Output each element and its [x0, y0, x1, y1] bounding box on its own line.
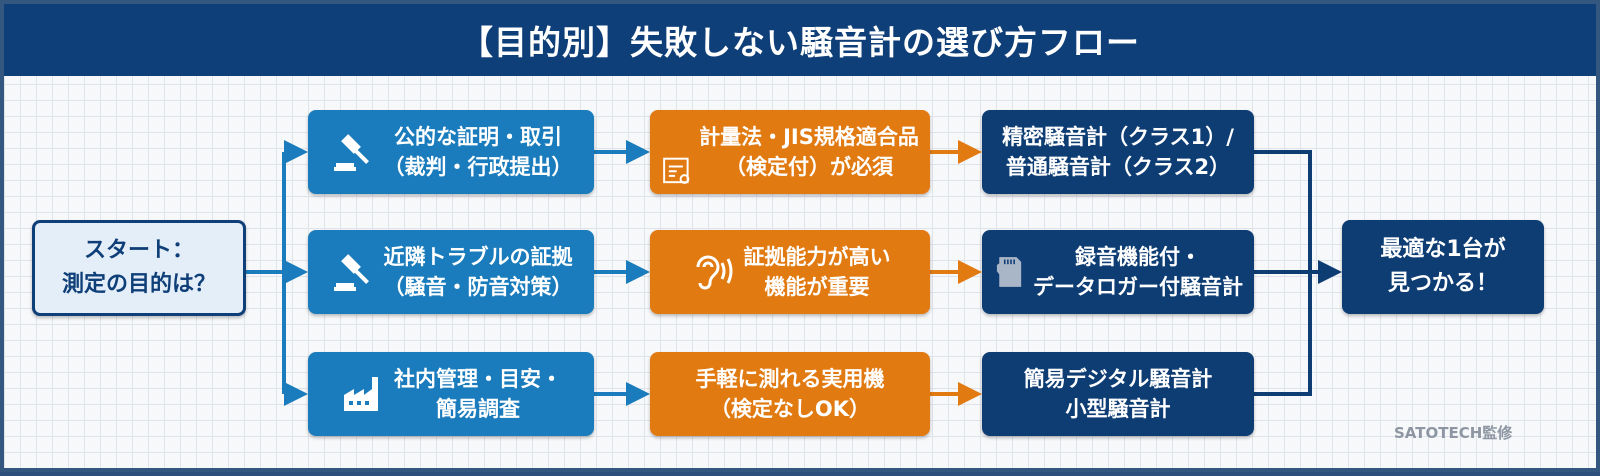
ear-icon	[696, 255, 732, 290]
connectors	[246, 140, 1342, 406]
requirement-1-line1: 計量法・JIS規格適合品	[699, 125, 919, 149]
watermark: SATOTECH監修	[1394, 424, 1513, 442]
requirement-2-line2: 機能が重要	[764, 275, 870, 299]
gavel-icon	[333, 254, 369, 291]
requirement-1-line2: （検定付）が必須	[724, 155, 893, 179]
requirement-node-evidence: 証拠能力が高い機能が重要	[650, 230, 930, 314]
product-node-logger: 録音機能付・データロガー付騒音計	[982, 230, 1254, 314]
requirement-3-line2: （検定なしOK）	[709, 397, 871, 421]
start-node: スタート： 測定の目的は？	[32, 220, 246, 316]
requirement-3-line1: 手軽に測れる実用機	[695, 367, 885, 391]
start-line2: 測定の目的は？	[61, 272, 216, 297]
product-2-line1: 録音機能付・	[1075, 245, 1201, 269]
requirement-node-casual: 手軽に測れる実用機 （検定なしOK）	[650, 352, 930, 436]
certificate-icon	[663, 157, 690, 184]
factory-icon	[344, 377, 378, 411]
purpose-1-line2: （裁判・行政提出）	[383, 155, 573, 179]
product-1-line1: 精密騒音計（クラス1）/	[1002, 125, 1234, 149]
product-node-precision: 精密騒音計（クラス1）/ 普通騒音計（クラス2）	[982, 110, 1254, 194]
product-3-line1: 簡易デジタル騒音計	[1023, 367, 1213, 391]
start-line1: スタート：	[83, 238, 194, 263]
product-1-line2: 普通騒音計（クラス2）	[1005, 155, 1231, 179]
requirement-node-certified: 計量法・JIS規格適合品 （検定付）が必須	[650, 110, 930, 194]
purpose-3-line1: 社内管理・目安・	[394, 367, 562, 391]
page-title: 【目的別】失敗しない騒音計の選び方フロー	[4, 4, 1596, 76]
purpose-1-line1: 公的な証明・取引	[394, 125, 562, 149]
final-line1: 最適な1台が	[1380, 237, 1506, 262]
product-3-line2: 小型騒音計	[1065, 397, 1171, 421]
product-2-line2: データロガー付騒音計	[1033, 275, 1243, 299]
purpose-node-public: 公的な証明・取引 （裁判・行政提出）	[308, 110, 594, 194]
purpose-node-neighbor: 近隣トラブルの証拠 （騒音・防音対策）	[308, 230, 594, 314]
purpose-3-line2: 簡易調査	[436, 397, 520, 421]
requirement-2-line1: 証拠能力が高い	[743, 245, 891, 269]
purpose-2-line1: 近隣トラブルの証拠	[383, 245, 573, 269]
sd-card-icon	[996, 257, 1022, 287]
final-node: 最適な1台が見つかる！	[1342, 220, 1544, 314]
final-line2: 見つかる！	[1387, 271, 1498, 296]
purpose-node-internal: 社内管理・目安・簡易調査	[308, 352, 594, 436]
gavel-icon	[333, 134, 369, 171]
purpose-2-line2: （騒音・防音対策）	[383, 275, 573, 299]
product-node-simple: 簡易デジタル騒音計小型騒音計	[982, 352, 1254, 436]
